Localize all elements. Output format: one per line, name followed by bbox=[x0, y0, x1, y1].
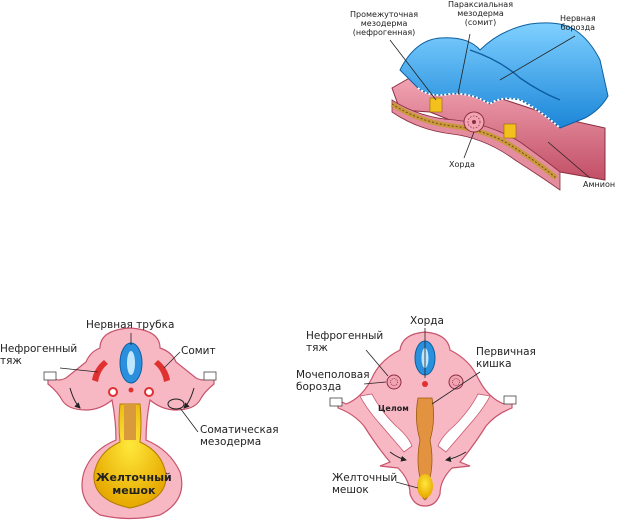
label-somite: Сомит bbox=[181, 345, 216, 357]
left-cross-section bbox=[43, 327, 217, 520]
label-neural-tube: Нервная трубка bbox=[86, 319, 175, 331]
label-coelom: Целом bbox=[378, 404, 409, 413]
left-leader-lines bbox=[59, 333, 199, 433]
label-paraxial-mesoderm: Параксиальная мезодерма (сомит) bbox=[448, 0, 514, 28]
label-yolk-sac-right: Желточный мешок bbox=[332, 472, 398, 497]
right-leader-lines bbox=[363, 328, 481, 489]
label-nephrogenic-cord-right: Нефрогенный тяж bbox=[306, 330, 384, 355]
label-primary-gut: Первичная кишка bbox=[476, 346, 536, 371]
label-neural-groove: Нервная борозда bbox=[560, 14, 596, 33]
label-yolk-sac-left: Желточный мешок bbox=[96, 471, 172, 497]
label-urogenital-groove: Мочеполовая борозда bbox=[296, 369, 370, 394]
label-somatic-mesoderm: Соматическая мезодерма bbox=[200, 424, 279, 449]
right-cross-section bbox=[329, 331, 517, 507]
label-intermediate-mesoderm: Промежуточная мезодерма (нефрогенная) bbox=[350, 10, 419, 38]
label-nephrogenic-cord-left: Нефрогенный тяж bbox=[0, 343, 78, 368]
label-notochord-top: Хорда bbox=[449, 160, 475, 169]
top-leader-lines bbox=[389, 33, 591, 179]
label-amnion: Амнион bbox=[583, 180, 616, 189]
embryo-3d-slice bbox=[390, 22, 609, 191]
label-notochord-right: Хорда bbox=[410, 315, 444, 327]
